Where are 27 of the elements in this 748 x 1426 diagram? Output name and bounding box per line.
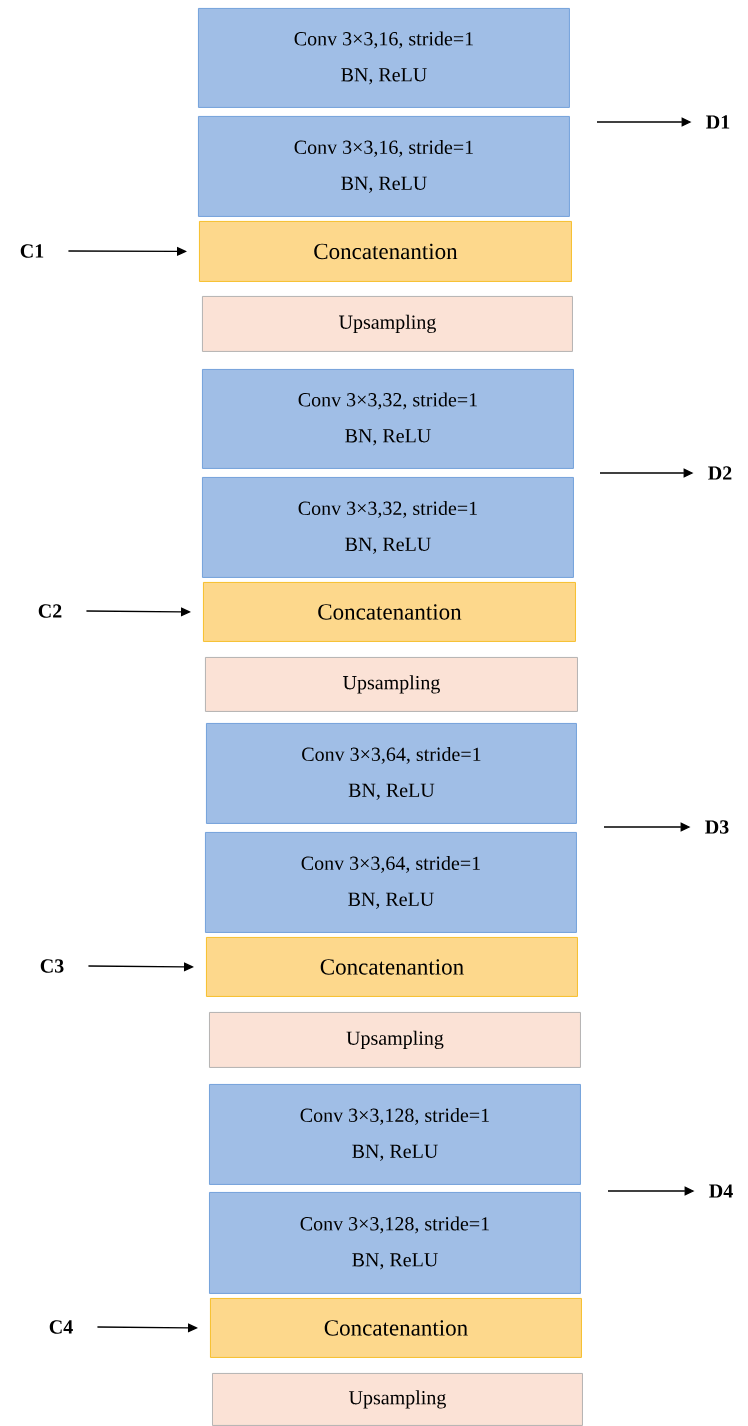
conv-box: Conv 3×3,32, stride=1 BN, ReLU xyxy=(202,369,574,469)
conv-box: Conv 3×3,32, stride=1 BN, ReLU xyxy=(202,477,574,578)
upsampling-box: Upsampling xyxy=(202,296,573,352)
concatenation-box: Concatenantion xyxy=(199,221,572,282)
arrow xyxy=(96,1323,198,1333)
arrow-label: D4 xyxy=(709,1184,733,1198)
arrow-label: D1 xyxy=(706,115,730,129)
arrow-label: C4 xyxy=(49,1320,73,1334)
conv-box: Conv 3×3,16, stride=1 BN, ReLU xyxy=(198,8,570,108)
conv-box: Conv 3×3,64, stride=1 BN, ReLU xyxy=(205,832,577,933)
conv-box: Conv 3×3,64, stride=1 BN, ReLU xyxy=(206,723,577,824)
arrow-label: C1 xyxy=(20,244,44,258)
upsampling-box: Upsampling xyxy=(205,657,578,712)
arrow xyxy=(87,962,194,972)
concatenation-box: Concatenantion xyxy=(210,1298,582,1358)
arrow-label: C2 xyxy=(38,604,62,618)
arrow-label: D2 xyxy=(708,466,732,480)
concatenation-box: Concatenantion xyxy=(203,582,576,642)
concatenation-box: Concatenantion xyxy=(206,937,578,997)
conv-box: Conv 3×3,16, stride=1 BN, ReLU xyxy=(198,116,570,217)
upsampling-box: Upsampling xyxy=(209,1012,581,1068)
conv-box: Conv 3×3,128, stride=1 BN, ReLU xyxy=(209,1192,581,1294)
conv-box: Conv 3×3,128, stride=1 BN, ReLU xyxy=(209,1084,581,1185)
upsampling-box: Upsampling xyxy=(212,1373,583,1426)
arrow-label: D3 xyxy=(705,820,729,834)
arrow-label: C3 xyxy=(40,959,64,973)
arrow xyxy=(85,607,191,617)
